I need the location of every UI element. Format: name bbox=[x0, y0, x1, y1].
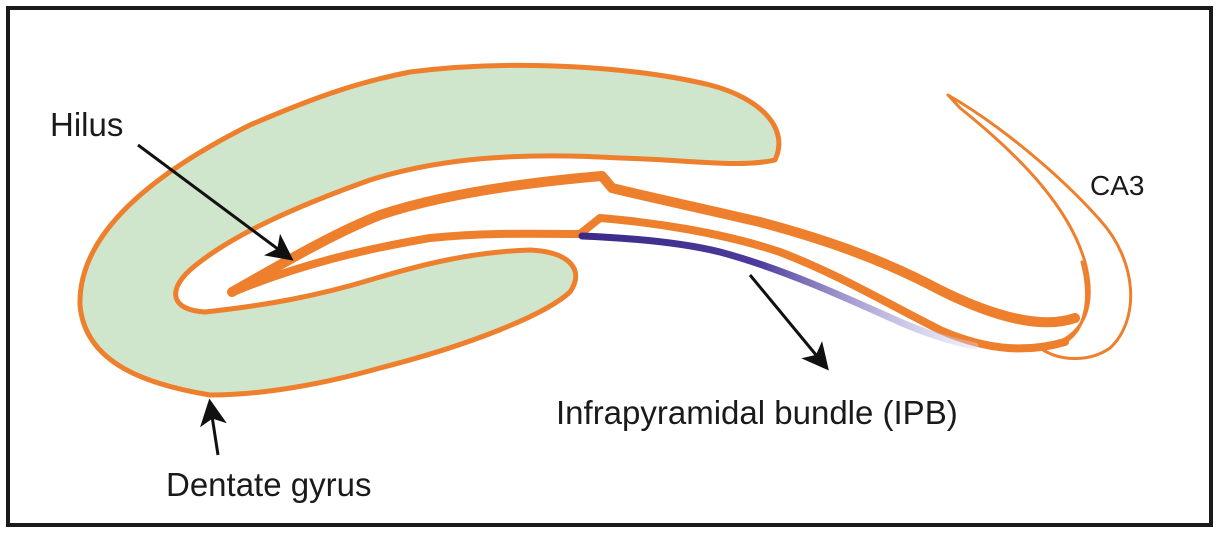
ca3-label: CA3 bbox=[1090, 172, 1144, 200]
ca3-inner-connector bbox=[1065, 262, 1087, 342]
ipb-arrow bbox=[750, 275, 826, 367]
hilus-label: Hilus bbox=[50, 108, 123, 141]
dentate-gyrus-label: Dentate gyrus bbox=[166, 468, 371, 501]
infrapyramidal-bundle-label: Infrapyramidal bundle (IPB) bbox=[556, 396, 958, 429]
dentate-gyrus-arrow bbox=[210, 403, 218, 455]
